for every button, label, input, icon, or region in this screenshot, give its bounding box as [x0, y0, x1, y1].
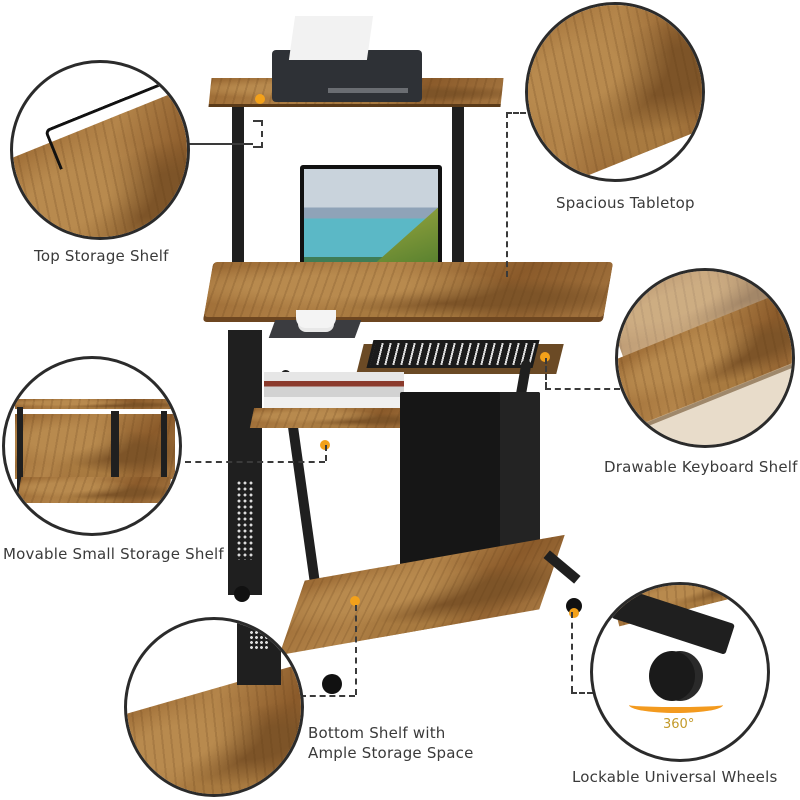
callout-movable-small-storage-shelf-image [2, 356, 182, 536]
rotation-badge: 360° [663, 717, 695, 732]
connector-small-shelf-h [185, 461, 325, 463]
keyboard-shelf-marker [540, 352, 550, 362]
wheel-marker [569, 608, 579, 618]
label-bottom-shelf-line1: Bottom Shelf with [308, 724, 446, 742]
label-movable-small-storage-shelf: Movable Small Storage Shelf [3, 545, 224, 563]
label-bottom-shelf-line2: Ample Storage Space [308, 744, 474, 762]
top-shelf-right-post [452, 100, 464, 270]
coffee-cup [296, 310, 336, 328]
keyboard [366, 340, 540, 368]
connector-tabletop-v [506, 112, 508, 277]
connector-keyboard-v [545, 358, 547, 388]
connector-bottom-h [300, 695, 355, 697]
connector-wheels-h [571, 692, 593, 694]
top-shelf-marker [255, 94, 265, 104]
connector-tabletop-h [506, 112, 526, 114]
wheel-rear-left [234, 586, 250, 602]
callout-bottom-shelf-image [124, 617, 304, 797]
connector-keyboard-h [545, 388, 620, 390]
books-stack [264, 372, 404, 408]
callout-top-storage-shelf-image [10, 60, 190, 240]
connector-top-shelf [188, 143, 253, 145]
rotation-arrow-icon [629, 697, 723, 713]
printer-paper [288, 16, 374, 60]
top-shelf-left-post [232, 100, 244, 300]
label-lockable-universal-wheels: Lockable Universal Wheels [572, 768, 778, 786]
caster-wheel [649, 651, 695, 701]
label-drawable-keyboard-shelf: Drawable Keyboard Shelf [604, 458, 798, 476]
printer-slot [328, 88, 408, 93]
connector-wheels-v [571, 612, 573, 692]
vent-grill [236, 480, 254, 560]
label-top-storage-shelf: Top Storage Shelf [34, 247, 169, 265]
wheel-front-left [322, 674, 342, 694]
desk-tabletop [202, 262, 614, 322]
desk-illustration [200, 0, 620, 700]
connector-top-shelf-bracket [253, 120, 263, 148]
bottom-shelf-marker [350, 596, 360, 606]
callout-drawable-keyboard-shelf-image [615, 268, 795, 448]
callout-lockable-wheels-image: 360° [590, 582, 770, 762]
callout-spacious-tabletop-image [525, 2, 705, 182]
connector-bottom-v [355, 605, 357, 695]
label-spacious-tabletop: Spacious Tabletop [556, 194, 695, 212]
small-storage-shelf [249, 408, 425, 428]
connector-small-shelf-v [325, 445, 327, 461]
